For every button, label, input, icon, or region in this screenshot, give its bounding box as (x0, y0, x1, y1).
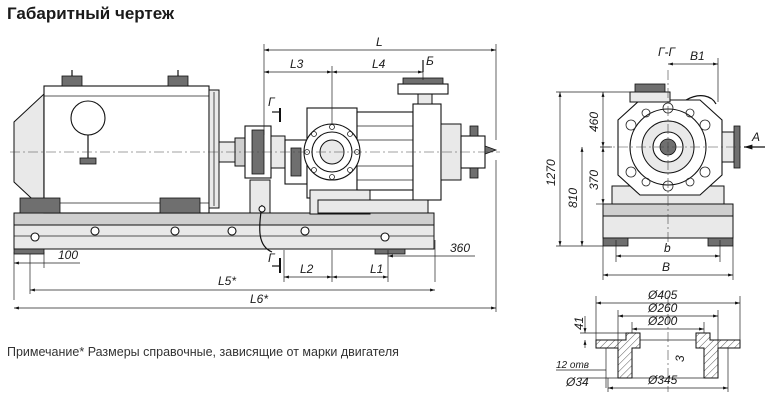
svg-text:b: b (664, 241, 671, 255)
svg-text:460: 460 (587, 112, 601, 132)
svg-text:L5*: L5* (218, 274, 236, 288)
end-view: Г-Г B1 А (544, 45, 765, 280)
dim-100: 100 (13, 248, 80, 300)
svg-text:Ø34: Ø34 (565, 375, 589, 389)
svg-text:L6*: L6* (250, 292, 268, 306)
svg-text:Г: Г (268, 95, 276, 109)
svg-text:B: B (662, 260, 670, 274)
dim-L: L (263, 35, 497, 140)
pump-assembly (284, 77, 498, 215)
svg-text:L2: L2 (300, 262, 314, 276)
svg-text:B1: B1 (690, 49, 705, 63)
svg-text:810: 810 (566, 188, 580, 208)
svg-text:L4: L4 (372, 57, 386, 71)
dim-L6: L6* (14, 160, 497, 312)
svg-text:L1: L1 (370, 262, 383, 276)
dim-L5: L5* (29, 254, 435, 294)
svg-text:370: 370 (587, 170, 601, 190)
page-title: Габаритный чертеж (7, 4, 175, 23)
base-frame (13, 212, 435, 255)
svg-text:L3: L3 (290, 57, 304, 71)
electric-motor (13, 70, 220, 214)
svg-text:1270: 1270 (544, 159, 558, 186)
svg-text:Г-Г: Г-Г (658, 45, 677, 59)
svg-text:А: А (751, 130, 760, 144)
svg-text:Ø345: Ø345 (647, 373, 678, 387)
svg-text:360: 360 (450, 241, 470, 255)
svg-text:Ø200: Ø200 (647, 314, 678, 328)
footnote: Примечание* Размеры справочные, зависящи… (7, 345, 399, 359)
dim-L2-L1-360: L2 L1 360 (283, 240, 475, 282)
svg-text:12 отв: 12 отв (556, 360, 589, 371)
svg-text:Ø405: Ø405 (647, 288, 678, 302)
svg-text:L: L (376, 35, 383, 49)
flange-detail: Ø405 Ø260 Ø200 41 3 12 отв Ø34 Ø345 (556, 288, 741, 392)
terminal-box-icon (70, 100, 106, 136)
svg-text:41: 41 (572, 317, 586, 330)
svg-text:Ø260: Ø260 (647, 301, 678, 315)
side-view: L L3 L4 Б Г Г (10, 35, 500, 312)
svg-text:100: 100 (58, 248, 78, 262)
dim-L3-L4: L3 L4 Б (264, 54, 434, 125)
section-mark-bottom: Г (268, 251, 281, 273)
svg-text:3: 3 (673, 355, 687, 362)
svg-text:Б: Б (426, 54, 434, 68)
section-mark-top: Г (268, 95, 281, 122)
svg-text:Г: Г (268, 251, 276, 265)
